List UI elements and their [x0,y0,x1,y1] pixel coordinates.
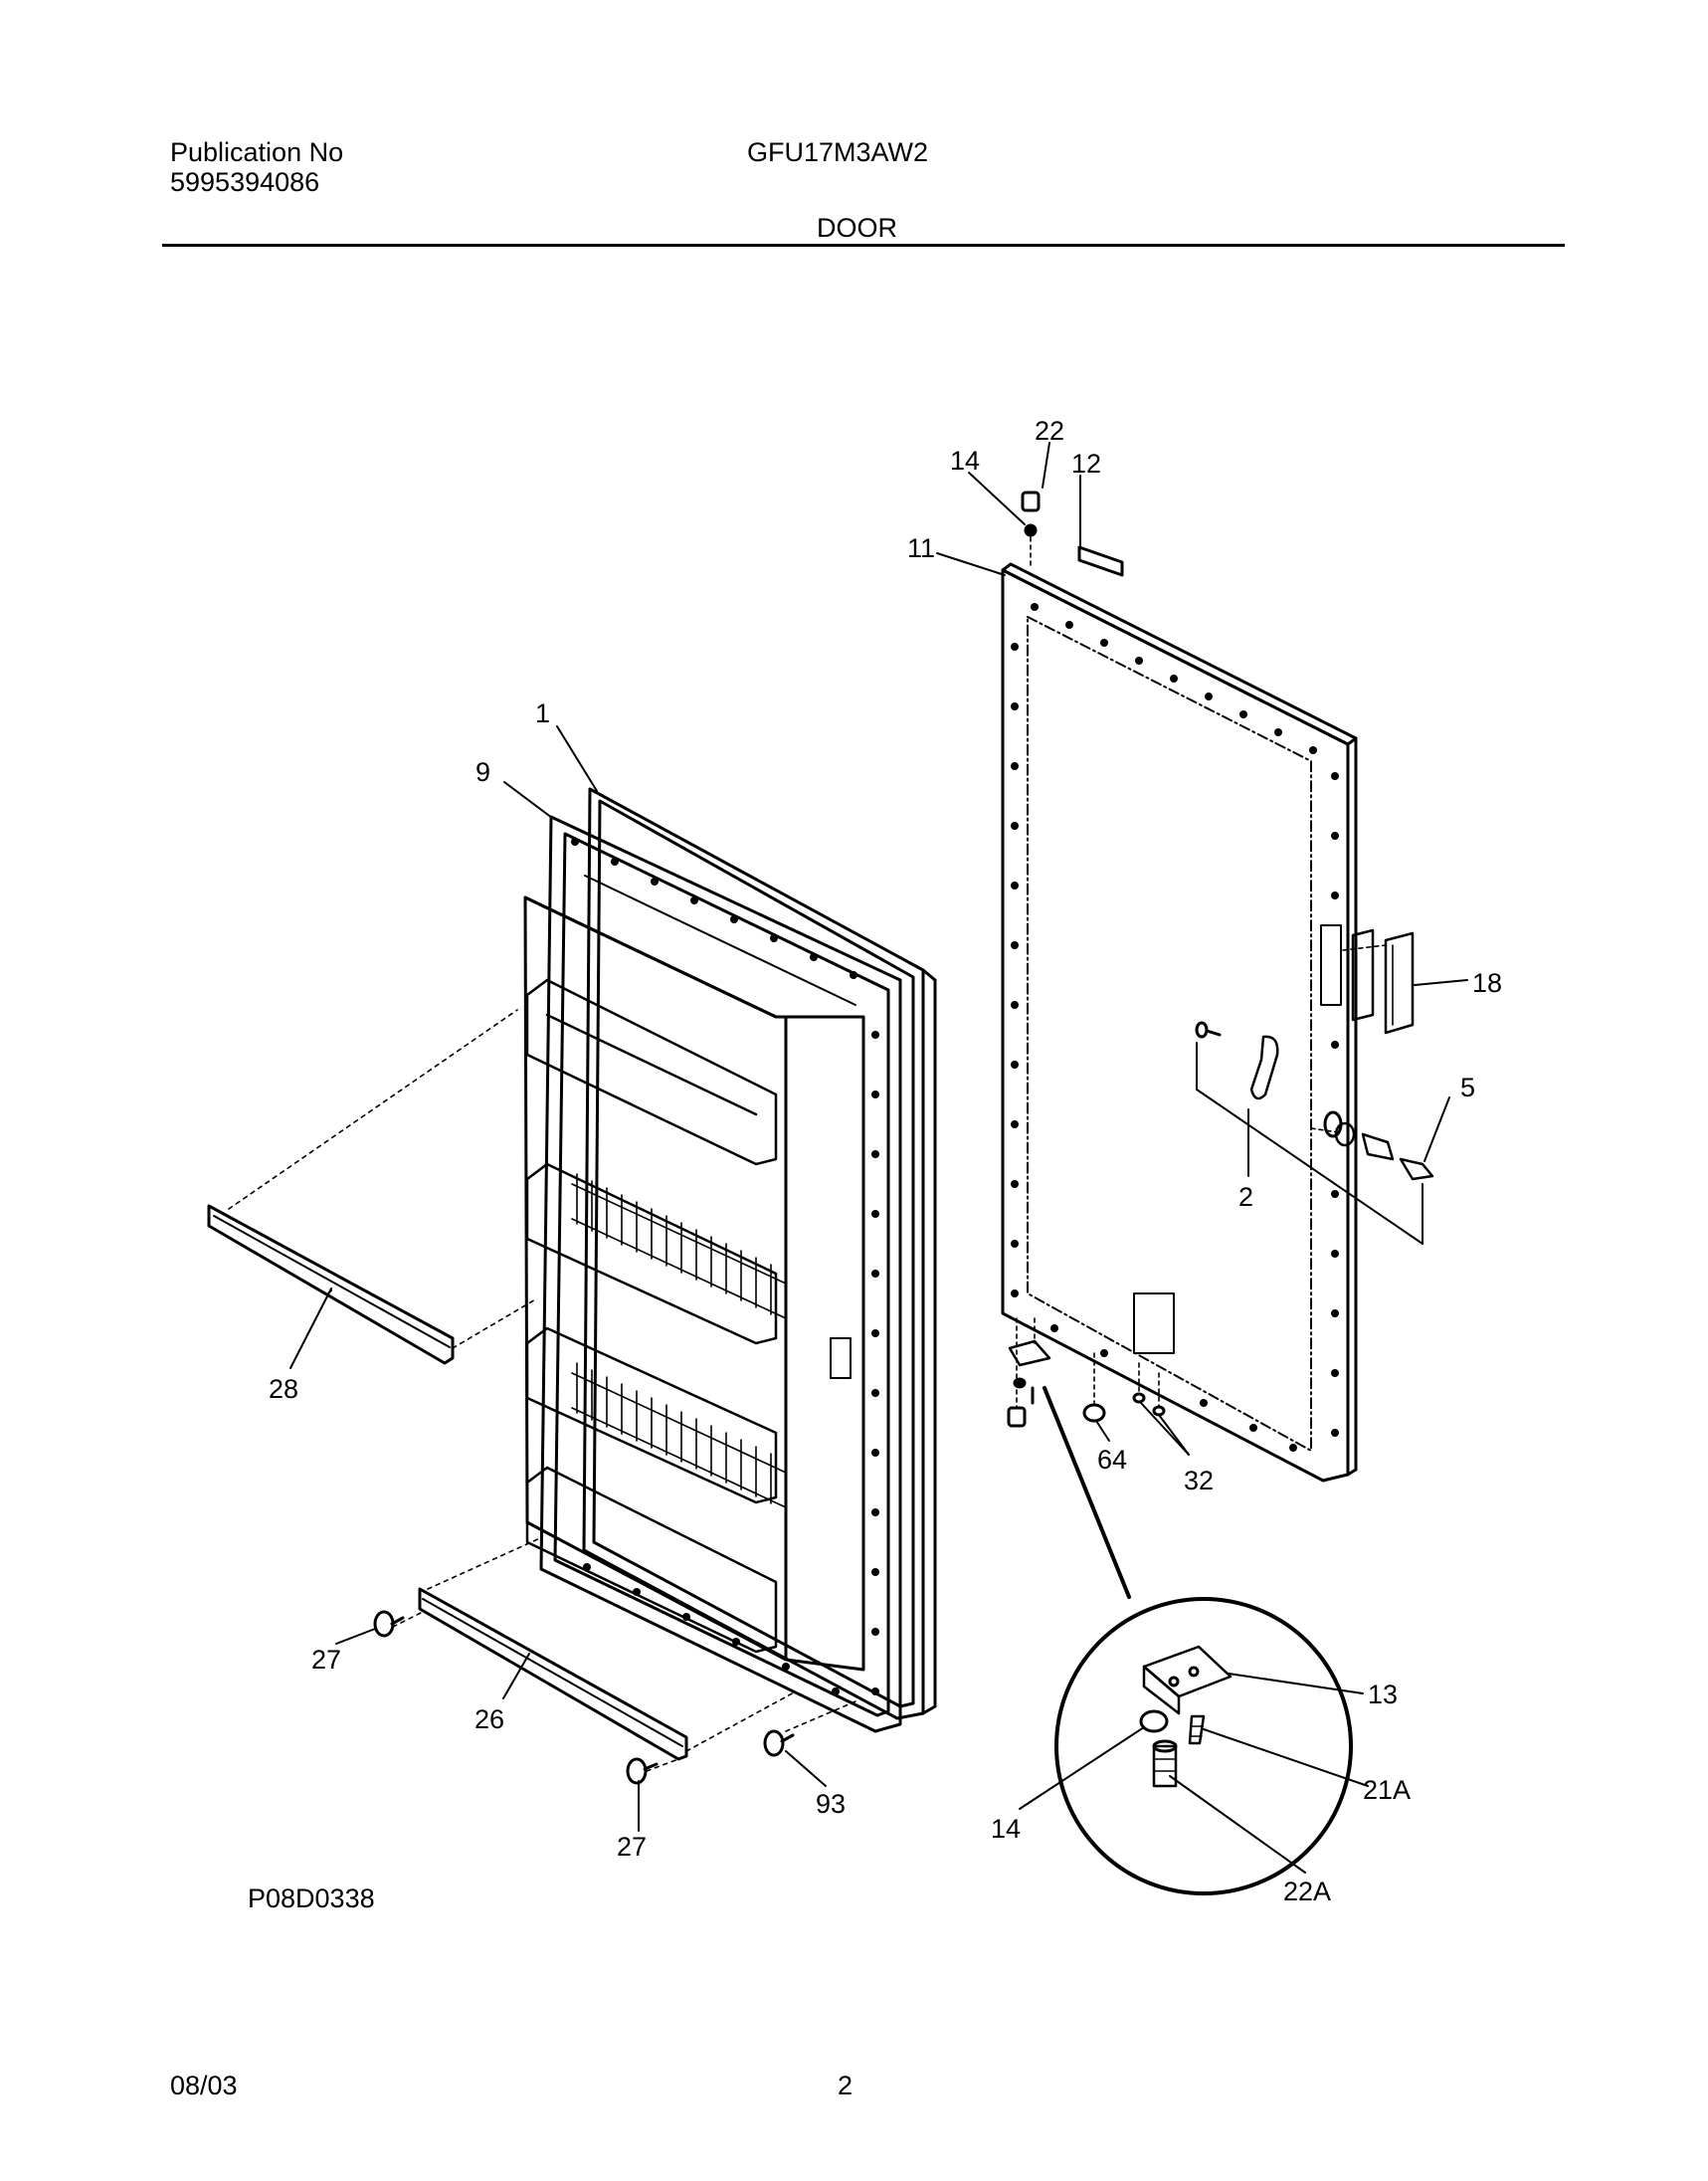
door-liner [523,787,937,1733]
outer-door-panel [1001,562,1358,1483]
door-latch [1195,1021,1423,1245]
footer-date: 08/03 [170,2071,238,2100]
callout-26: 26 [474,1704,504,1734]
model-number: GFU17M3AW2 [747,137,929,167]
callout-28: 28 [269,1374,298,1404]
callout-27-upper: 27 [311,1645,341,1675]
callout-21a: 21A [1363,1775,1411,1805]
callout-14-detail: 14 [991,1814,1021,1844]
callout-27-lower: 27 [617,1832,647,1862]
publication-label: Publication No [170,137,344,167]
callout-5: 5 [1460,1073,1475,1102]
section-title: DOOR [817,213,897,243]
screw-27-lower [626,1757,659,1785]
handle-trim [1342,928,1415,1035]
page-number: 2 [838,2071,854,2100]
callout-13: 13 [1368,1680,1398,1709]
callout-12: 12 [1071,449,1101,479]
callout-18: 18 [1472,968,1502,998]
publication-number: 5995394086 [170,167,320,197]
callout-14-top: 14 [950,446,980,476]
top-hinge-screw [1021,491,1041,566]
callout-22: 22 [1035,416,1064,446]
screw-27-upper [373,1610,405,1638]
diagram-id: P08D0338 [248,1884,375,1913]
callout-9: 9 [475,757,490,787]
callout-2: 2 [1238,1182,1253,1212]
callout-1: 1 [535,698,550,728]
screw-93 [763,1729,795,1757]
shelf-rail-upper [207,1204,455,1365]
label-plate [1077,545,1124,577]
shelf-rail-lower [418,1587,688,1761]
callout-32: 32 [1184,1466,1214,1495]
callout-64: 64 [1097,1445,1127,1475]
callout-11: 11 [907,533,935,563]
callout-93: 93 [816,1789,846,1819]
lock-cylinder [1310,1121,1434,1181]
header-rule [162,244,1565,247]
hinge-detail-circle [1054,1597,1353,1895]
callout-22a: 22A [1283,1877,1331,1906]
bottom-hinge-parts [1007,1317,1166,1428]
